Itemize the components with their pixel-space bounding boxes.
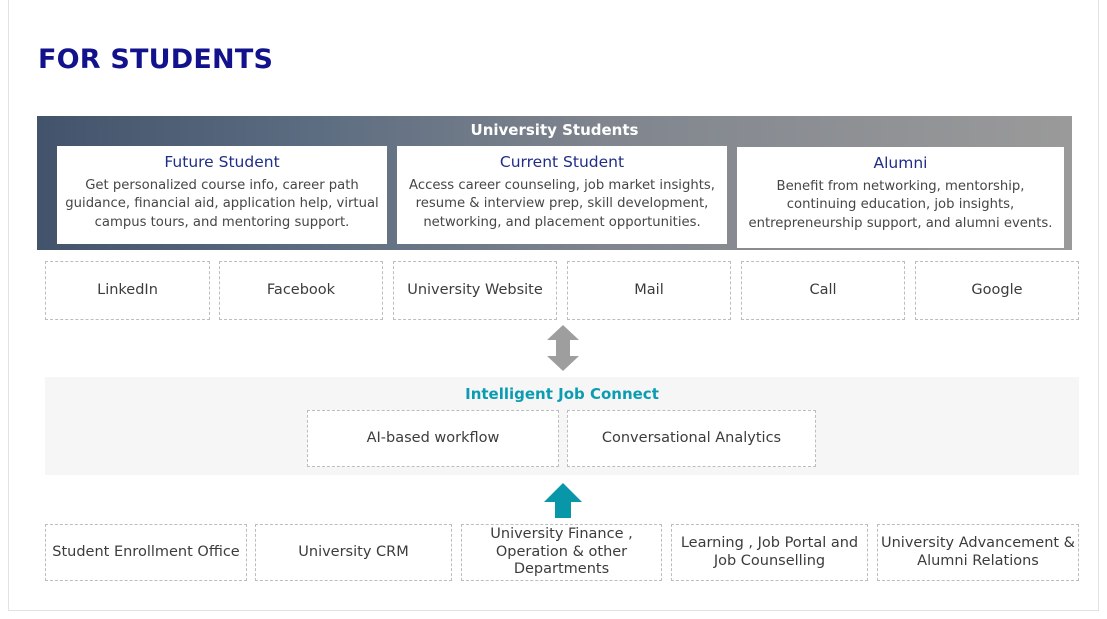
department-student-enrollment-office[interactable]: Student Enrollment Office xyxy=(45,524,247,581)
student-card-title: Future Student xyxy=(164,153,280,171)
intelligent-job-connect-title: Intelligent Job Connect xyxy=(465,385,659,403)
channel-linkedin[interactable]: LinkedIn xyxy=(45,261,210,320)
channel-mail[interactable]: Mail xyxy=(567,261,731,320)
student-card-alumni[interactable]: Alumni Benefit from networking, mentorsh… xyxy=(737,147,1064,248)
up-down-arrow-icon xyxy=(547,325,579,371)
student-card-future[interactable]: Future Student Get personalized course i… xyxy=(57,146,387,244)
intelligent-job-connect-panel: Intelligent Job Connect AI-based workflo… xyxy=(45,377,1079,475)
slide-canvas: FOR STUDENTS University Students Future … xyxy=(8,0,1099,611)
channel-google[interactable]: Google xyxy=(915,261,1079,320)
student-card-title: Current Student xyxy=(499,153,625,171)
university-students-band: University Students Future Student Get p… xyxy=(37,116,1072,250)
channel-facebook[interactable]: Facebook xyxy=(219,261,383,320)
department-learning-job-portal[interactable]: Learning , Job Portal and Job Counsellin… xyxy=(671,524,868,581)
student-card-description: Get personalized course info, career pat… xyxy=(65,178,379,230)
department-advancement-alumni-relations[interactable]: University Advancement & Alumni Relation… xyxy=(877,524,1079,581)
ijc-item-ai-based-workflow[interactable]: AI-based workflow xyxy=(307,410,559,467)
student-card-title: Alumni xyxy=(873,154,928,172)
band-title: University Students xyxy=(470,121,639,139)
channel-university-website[interactable]: University Website xyxy=(393,261,557,320)
ijc-item-conversational-analytics[interactable]: Conversational Analytics xyxy=(567,410,816,467)
up-arrow-icon xyxy=(544,483,582,518)
student-card-description: Access career counseling, job market ins… xyxy=(409,178,715,230)
student-card-description: Benefit from networking, mentorship, con… xyxy=(748,179,1053,231)
channel-call[interactable]: Call xyxy=(741,261,905,320)
student-card-current[interactable]: Current Student Access career counseling… xyxy=(397,146,727,244)
department-university-crm[interactable]: University CRM xyxy=(255,524,452,581)
department-university-finance-operations[interactable]: University Finance , Operation & other D… xyxy=(461,524,662,581)
page-title: FOR STUDENTS xyxy=(38,44,274,75)
